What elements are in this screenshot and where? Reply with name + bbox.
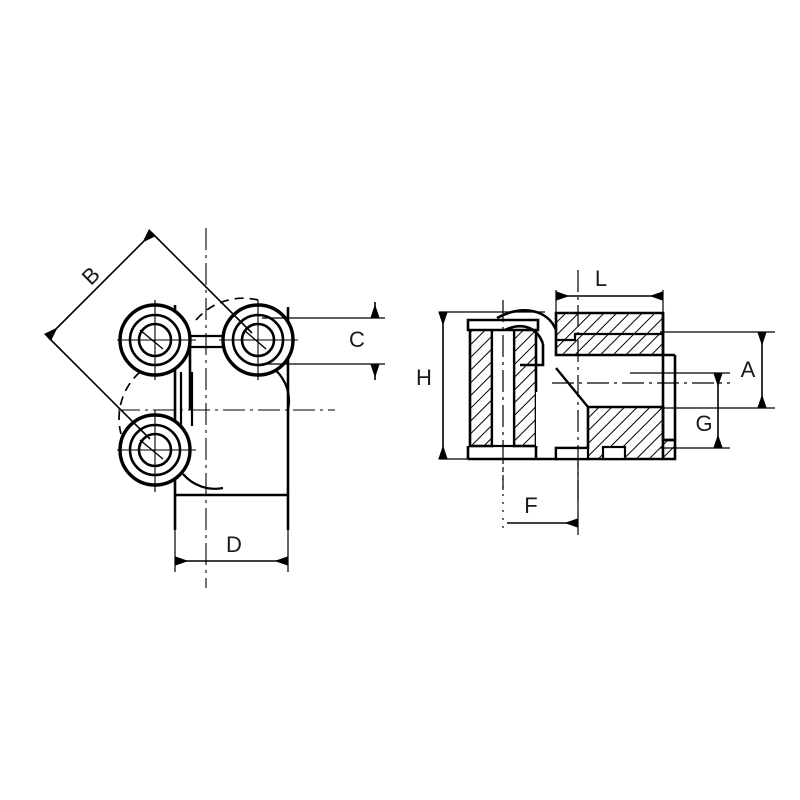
dimension-G: G bbox=[630, 372, 730, 449]
dimension-label-G: G bbox=[695, 411, 712, 436]
dimension-C: C bbox=[262, 302, 385, 380]
dimension-F: F bbox=[502, 462, 579, 535]
dimension-A: A bbox=[660, 331, 775, 409]
dimension-label-L: L bbox=[595, 266, 607, 291]
front-view: B C D bbox=[44, 228, 385, 588]
dimension-label-A: A bbox=[741, 357, 756, 382]
dimension-L: L bbox=[555, 266, 664, 313]
section-view-solids bbox=[466, 309, 677, 461]
section-bottom-lip bbox=[554, 446, 590, 461]
section-view-centerlines bbox=[502, 270, 730, 500]
section-elbow-step bbox=[520, 344, 545, 367]
section-bottom-notch bbox=[601, 445, 627, 461]
section-base-returns bbox=[466, 446, 538, 459]
section-view: H L A G F bbox=[416, 266, 775, 535]
dimension-label-F: F bbox=[524, 493, 537, 518]
section-elbow-fill bbox=[536, 330, 556, 446]
dimension-label-H: H bbox=[416, 365, 432, 390]
section-boss-outer-caps bbox=[663, 353, 675, 442]
dimension-H: H bbox=[416, 311, 560, 460]
front-view-hidden-arcs bbox=[118, 297, 259, 435]
hidden-arc-left bbox=[118, 371, 141, 435]
dimension-B-ext-upper bbox=[151, 232, 253, 334]
section-elbow-inner-curve bbox=[504, 324, 545, 345]
dimension-B-ext-lower bbox=[47, 336, 151, 440]
section-right-wall-hatched bbox=[512, 326, 538, 448]
section-left-wall-hatched bbox=[468, 326, 494, 448]
hidden-arc-top bbox=[195, 297, 259, 321]
dimension-label-C: C bbox=[349, 327, 365, 352]
section-internal-chamfer bbox=[555, 367, 589, 408]
dimension-B-line bbox=[44, 229, 156, 341]
fillet-arc-lower bbox=[182, 473, 224, 490]
section-left-stub-lip bbox=[466, 318, 540, 332]
dimension-label-D: D bbox=[226, 532, 242, 557]
front-view-centerlines bbox=[118, 228, 335, 588]
section-top-thread-step bbox=[556, 332, 663, 342]
dimension-D: D bbox=[174, 496, 289, 572]
